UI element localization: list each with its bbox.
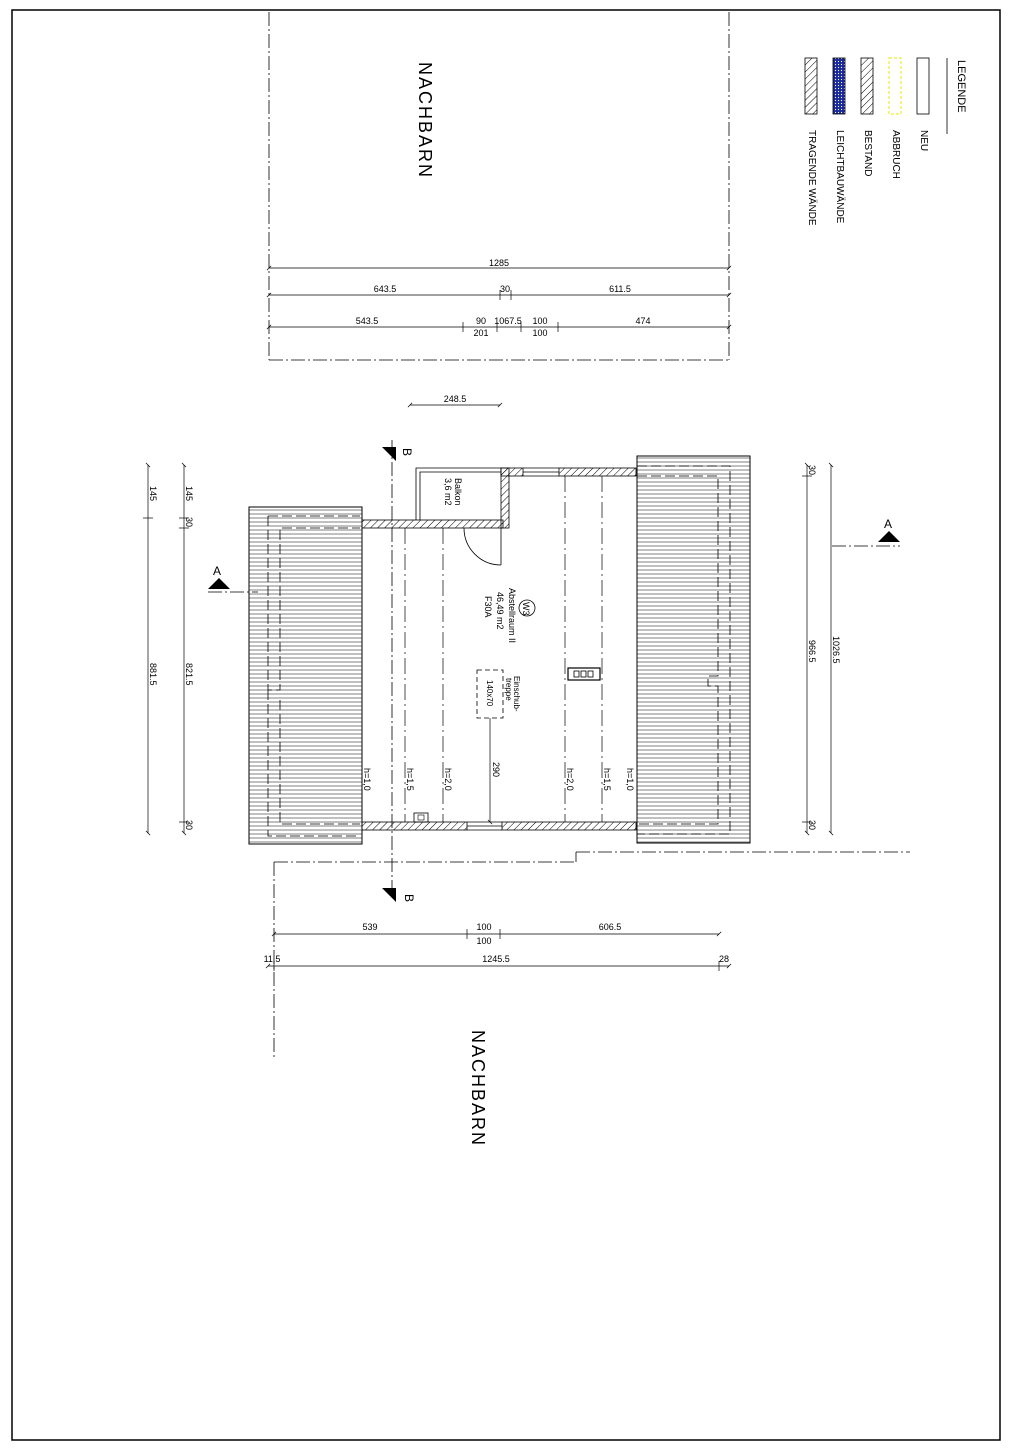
- walls: [361, 467, 637, 831]
- dim-right-inner-b: 966.5: [807, 640, 817, 663]
- right-dimension-lines: [802, 462, 834, 836]
- vent-box: [413, 812, 429, 823]
- height-label-2: h=1,5: [405, 768, 415, 791]
- dim-bottom-row2-a: 11.5: [264, 954, 281, 964]
- dim-left-inner-b: 30: [184, 517, 194, 527]
- dim-balcony-width: 248.5: [444, 394, 467, 404]
- dim-top-row3-f: 100: [532, 328, 547, 338]
- roof-overhang-right: [636, 455, 751, 844]
- dim-bottom-row1-c: 100: [476, 936, 491, 946]
- height-label-6: h=1,0: [625, 768, 635, 791]
- balcony-area: 3,6 m2: [443, 478, 453, 506]
- section-a-left-label: A: [213, 564, 221, 578]
- stair-size: 140x70: [485, 680, 494, 707]
- section-b-bottom-label: B: [402, 894, 416, 902]
- sheet-frame: [11, 9, 1001, 1441]
- dim-bottom-row2-b: 1245.5: [482, 954, 510, 964]
- height-label-4: h=2,0: [565, 768, 575, 791]
- chimney: [567, 667, 601, 681]
- door: [463, 527, 502, 566]
- legend-swatch-leichtbau: [832, 57, 846, 115]
- balcony-railing: [415, 467, 501, 520]
- bottom-neighbor-label: NACHBARN: [468, 1030, 488, 1147]
- dim-top-row2-b: 30: [500, 284, 510, 294]
- legend-label-leichtbau: LEICHTBAUWÄNDE: [834, 130, 846, 224]
- height-label-1: h=1,0: [362, 768, 372, 791]
- dim-top-row3-e: 100: [532, 316, 547, 326]
- dim-top-row2-a: 643.5: [374, 284, 397, 294]
- section-b-bottom-arrow: [382, 888, 396, 902]
- roof-overhang-left: [248, 506, 363, 845]
- left-dimension-lines: [143, 462, 189, 836]
- dim-right-inner-a: 30: [807, 465, 817, 475]
- section-lines: [208, 440, 900, 895]
- dim-top-row3-a: 543.5: [356, 316, 379, 326]
- height-label-3: h=2,0: [443, 768, 453, 791]
- room-id-circle: [518, 599, 536, 617]
- height-label-5: h=1,5: [602, 768, 612, 791]
- dim-top-row3-b: 90: [476, 316, 486, 326]
- dim-bottom-row1-a: 539: [362, 922, 377, 932]
- legend-label-tragende: TRAGENDE WÄNDE: [806, 130, 818, 226]
- dim-top-row3-c: 201: [473, 328, 488, 338]
- dim-left-inner-d: 30: [184, 820, 194, 830]
- bottom-dimension-lines: [265, 929, 732, 971]
- legend-label-neu: NEU: [918, 130, 929, 151]
- dim-bottom-row1-d: 606.5: [599, 922, 622, 932]
- legend-label-abbruch: ABBRUCH: [890, 130, 901, 179]
- dim-left-outer-a: 145: [148, 486, 158, 501]
- section-a-right-arrow: [878, 531, 900, 542]
- dim-bottom-row2-c: 28: [719, 954, 729, 964]
- stair-label-1: Einschub-: [512, 676, 521, 712]
- legend: LEGENDE NEU ABBRUCH BESTAND LEICHTBAUWÄN…: [804, 57, 967, 226]
- room-name: Abstellraum II: [507, 588, 517, 643]
- legend-title: LEGENDE: [955, 60, 967, 113]
- bottom-neighbor-outline: [273, 851, 910, 1058]
- dim-left-inner-a: 145: [184, 486, 194, 501]
- room-id: W3: [521, 602, 531, 616]
- legend-swatch-bestand: [860, 57, 874, 115]
- section-b-top-arrow: [382, 447, 396, 461]
- dim-right-inner-c: 30: [807, 820, 817, 830]
- legend-swatch-abbruch: [888, 57, 902, 115]
- dim-top-row3-g: 474: [635, 316, 650, 326]
- stair-label-2: treppe: [504, 678, 513, 701]
- attic-ladder-outline: [476, 669, 504, 719]
- top-dimension-lines: [266, 265, 732, 408]
- legend-label-bestand: BESTAND: [862, 130, 873, 177]
- legend-swatch-tragende: [804, 57, 818, 115]
- height-lines: [404, 476, 603, 822]
- room-area: 46,49 m2: [495, 592, 505, 630]
- dim-top-row3-d: 1067.5: [494, 316, 522, 326]
- section-b-top-label: B: [400, 448, 414, 456]
- top-neighbor-outline: [268, 12, 730, 361]
- dim-top-total: 1285: [489, 258, 509, 268]
- legend-swatch-neu: [916, 57, 930, 115]
- dim-stair-run: 290: [491, 762, 501, 777]
- dim-right-outer: 1026.5: [831, 636, 841, 664]
- top-neighbor-label: NACHBARN: [415, 62, 435, 179]
- dim-top-row2-c: 611.5: [609, 284, 631, 294]
- dim-left-inner-c: 821.5: [184, 663, 194, 686]
- room-fire-rating: F30A: [483, 596, 493, 618]
- section-a-left-arrow: [208, 578, 230, 589]
- dim-bottom-row1-b: 100: [476, 922, 491, 932]
- section-a-right-label: A: [884, 517, 892, 531]
- dim-left-outer-b: 881.5: [148, 663, 158, 686]
- balcony-name: Balkon: [453, 478, 463, 506]
